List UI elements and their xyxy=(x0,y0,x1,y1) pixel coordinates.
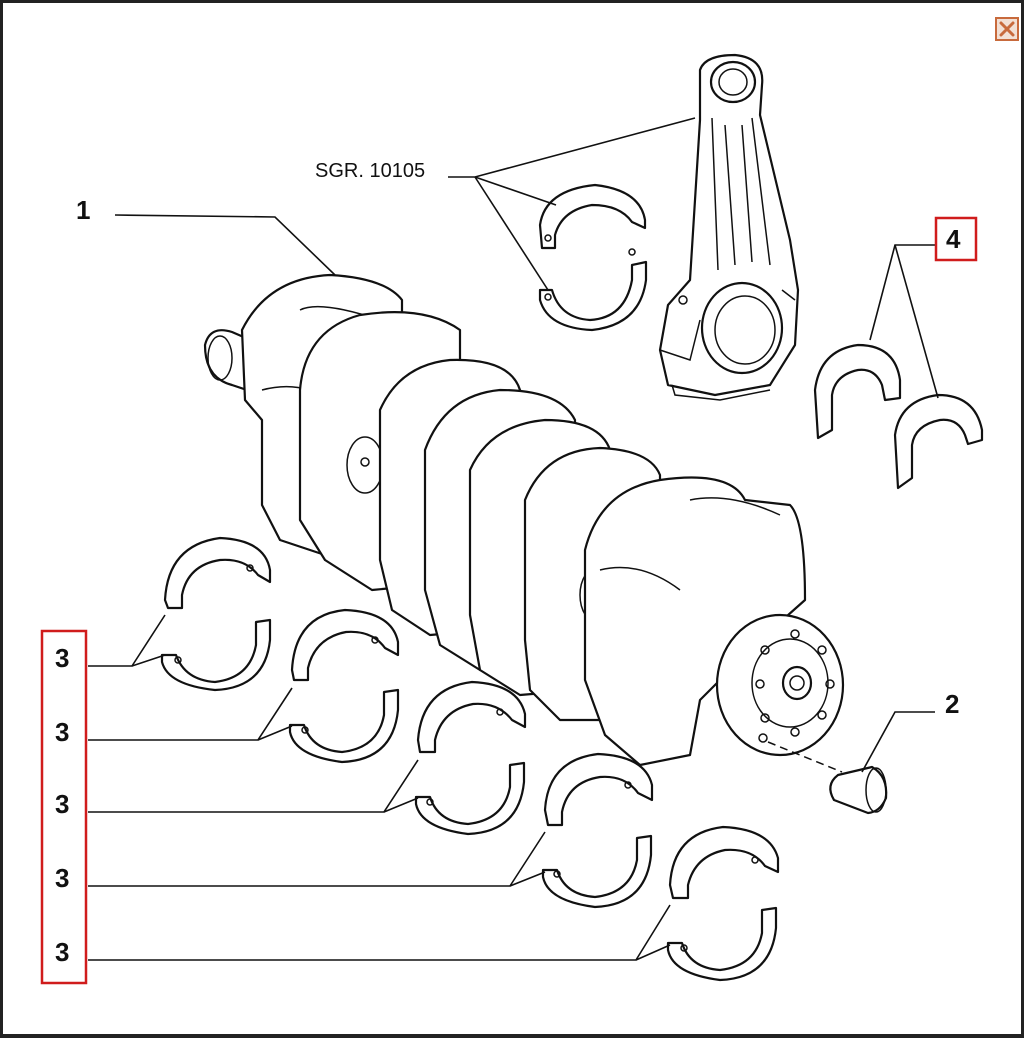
callout-2-pin[interactable]: 2 xyxy=(945,689,959,719)
crankshaft xyxy=(203,273,845,767)
conrod-bearing-lower xyxy=(538,248,648,332)
conrod-bearing-upper xyxy=(538,183,647,250)
callout-3-bearing-5[interactable]: 3 xyxy=(55,937,69,967)
connecting-rod xyxy=(658,53,800,401)
bearings-highlight-box xyxy=(40,629,88,985)
close-x-icon xyxy=(999,21,1015,37)
subgroup-reference[interactable]: SGR. 10105 xyxy=(315,160,425,182)
callout-3-bearing-2[interactable]: 3 xyxy=(55,717,69,747)
callout-4-thrust-washers[interactable]: 4 xyxy=(946,224,961,254)
main-bearing-shells-3 xyxy=(414,680,527,836)
callout-3-bearing-3[interactable]: 3 xyxy=(55,789,69,819)
thrust-washers-highlight-box xyxy=(934,216,978,262)
main-bearing-shells-4 xyxy=(541,752,654,909)
window-bottom-border xyxy=(0,1034,1024,1038)
thrust-washer-2 xyxy=(893,393,984,490)
leader-lines xyxy=(88,117,939,961)
main-bearing-shells-5 xyxy=(666,825,780,982)
close-button[interactable] xyxy=(995,17,1019,41)
thrust-washer-1 xyxy=(813,343,902,440)
callout-3-bearing-1[interactable]: 3 xyxy=(55,643,69,673)
main-bearing-shells-2 xyxy=(288,608,400,764)
main-bearing-shells-1 xyxy=(160,536,272,692)
callout-1-crankshaft[interactable]: 1 xyxy=(76,195,90,225)
callout-3-bearing-4[interactable]: 3 xyxy=(55,863,69,893)
dowel-pin xyxy=(829,765,888,815)
